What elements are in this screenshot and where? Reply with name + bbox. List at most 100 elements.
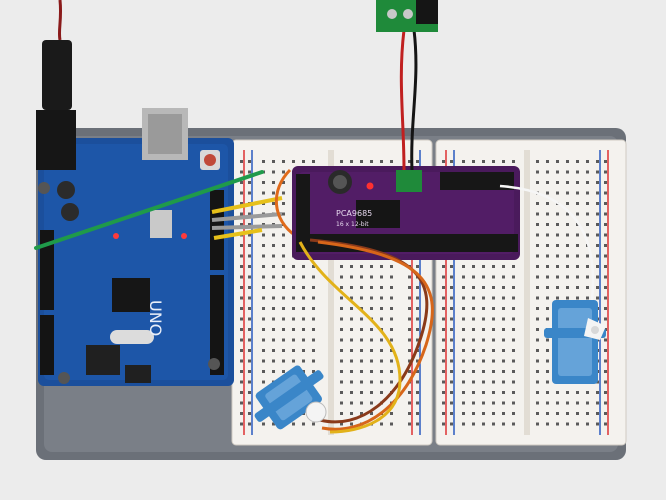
breadboard-hole: [566, 265, 569, 268]
breadboard-hole: [390, 296, 393, 300]
breadboard-hole: [380, 317, 383, 321]
breadboard-hole: [536, 422, 539, 426]
breadboard-hole: [604, 317, 607, 321]
breadboard-hole: [416, 401, 419, 405]
breadboard-hole: [390, 422, 393, 426]
breadboard-hole: [282, 170, 285, 174]
breadboard-hole: [462, 296, 465, 300]
breadboard-hole: [450, 296, 453, 300]
breadboard-hole: [462, 286, 465, 289]
breadboard-hole: [576, 391, 579, 394]
dc-barrel-jack: [36, 0, 76, 170]
breadboard-hole: [472, 412, 475, 415]
breadboard-hole: [380, 391, 383, 394]
breadboard-hole: [492, 317, 495, 321]
breadboard-hole: [240, 223, 243, 226]
breadboard-hole: [370, 307, 373, 310]
breadboard-hole: [248, 391, 251, 394]
breadboard-hole: [536, 391, 539, 394]
breadboard-hole: [576, 254, 579, 258]
breadboard-hole: [380, 307, 383, 310]
breadboard-hole: [248, 212, 251, 216]
breadboard-hole: [596, 160, 599, 163]
breadboard-hole: [380, 286, 383, 289]
breadboard-hole: [272, 349, 275, 352]
breadboard-hole: [442, 380, 445, 384]
breadboard-hole: [492, 412, 495, 415]
breadboard-hole: [282, 328, 285, 331]
breadboard-hole: [350, 317, 353, 321]
servo-left: [254, 365, 327, 430]
breadboard-hole: [512, 265, 515, 268]
breadboard-hole: [536, 370, 539, 373]
breadboard-hole: [492, 265, 495, 268]
breadboard-hole: [462, 359, 465, 363]
breadboard-hole: [536, 338, 539, 342]
breadboard-hole: [272, 317, 275, 321]
breadboard-hole: [292, 307, 295, 310]
breadboard-hole: [312, 286, 315, 289]
breadboard-hole: [576, 286, 579, 289]
breadboard-hole: [546, 265, 549, 268]
breadboard-hole: [312, 307, 315, 310]
breadboard-hole: [292, 275, 295, 279]
breadboard-hole: [340, 317, 343, 321]
breadboard-hole: [512, 391, 515, 394]
breadboard-hole: [240, 370, 243, 373]
breadboard-hole: [272, 170, 275, 174]
breadboard-hole: [482, 265, 485, 268]
breadboard-hole: [442, 412, 445, 415]
breadboard-hole: [248, 401, 251, 405]
breadboard-hole: [312, 317, 315, 321]
breadboard-hole: [442, 317, 445, 321]
breadboard-hole: [360, 391, 363, 394]
breadboard-hole: [248, 307, 251, 310]
breadboard-hole: [546, 349, 549, 352]
breadboard-hole: [472, 275, 475, 279]
breadboard-hole: [502, 401, 505, 405]
breadboard-hole: [462, 391, 465, 394]
breadboard-hole: [272, 265, 275, 268]
breadboard-hole: [350, 265, 353, 268]
breadboard-hole: [262, 181, 265, 184]
breadboard-hole: [450, 317, 453, 321]
breadboard-hole: [604, 422, 607, 426]
breadboard-hole: [240, 212, 243, 216]
breadboard-hole: [502, 359, 505, 363]
breadboard-hole: [482, 307, 485, 310]
breadboard-hole: [566, 254, 569, 258]
breadboard-hole: [312, 160, 315, 163]
breadboard-hole: [340, 307, 343, 310]
breadboard-hole: [248, 170, 251, 174]
breadboard-hole: [556, 275, 559, 279]
breadboard-hole: [302, 317, 305, 321]
breadboard-hole: [492, 370, 495, 373]
breadboard-hole: [262, 349, 265, 352]
breadboard-hole: [596, 233, 599, 237]
breadboard-hole: [482, 370, 485, 373]
breadboard-hole: [350, 349, 353, 352]
breadboard-hole: [596, 191, 599, 195]
breadboard-hole: [546, 412, 549, 415]
breadboard-hole: [390, 160, 393, 163]
arduino-board: UNO: [38, 138, 234, 386]
breadboard-hole: [408, 296, 411, 300]
breadboard-hole: [272, 254, 275, 258]
breadboard-hole: [272, 370, 275, 373]
breadboard-hole: [512, 338, 515, 342]
breadboard-hole: [512, 286, 515, 289]
breadboard-hole: [472, 307, 475, 310]
breadboard-hole: [556, 160, 559, 163]
breadboard-hole: [272, 359, 275, 363]
breadboard-hole: [240, 328, 243, 331]
breadboard-hole: [512, 412, 515, 415]
breadboard-hole: [248, 191, 251, 195]
breadboard-hole: [556, 391, 559, 394]
breadboard-hole: [370, 328, 373, 331]
breadboard-hole: [390, 370, 393, 373]
breadboard-hole: [370, 265, 373, 268]
breadboard-hole: [604, 401, 607, 405]
breadboard-hole: [576, 275, 579, 279]
breadboard-hole: [492, 307, 495, 310]
breadboard-hole: [272, 296, 275, 300]
